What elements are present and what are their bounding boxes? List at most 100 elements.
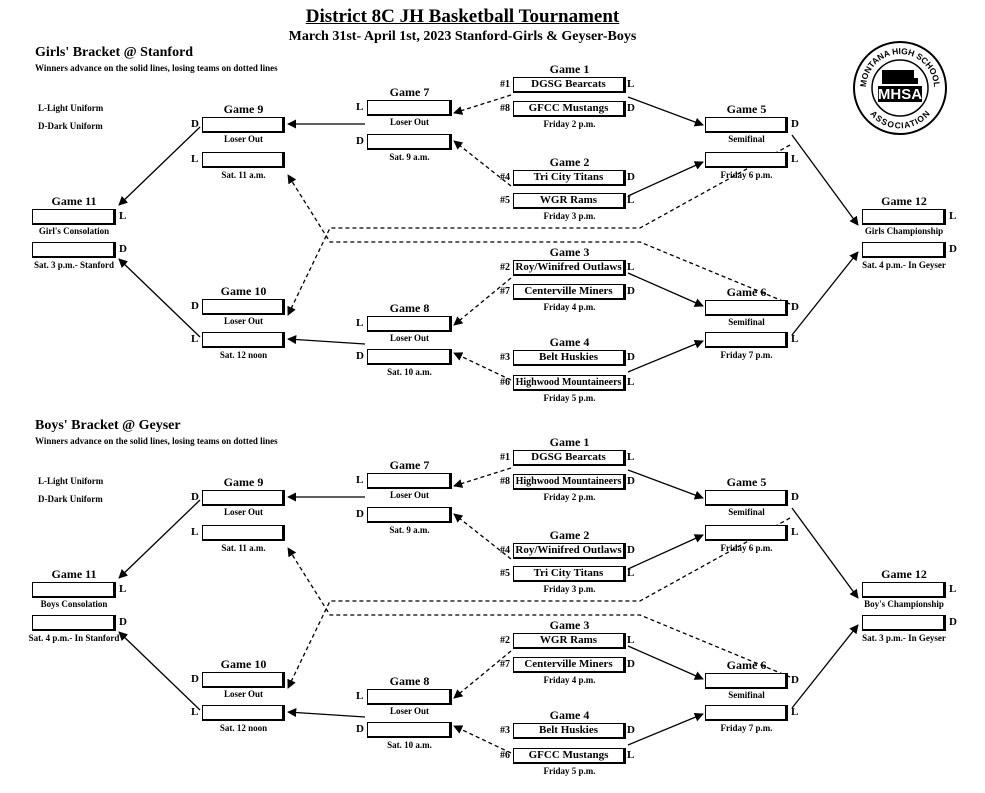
boys-g2-team-a[interactable]: Roy/Winifred Outlaws xyxy=(513,543,626,559)
boys-g5-time: Friday 6 p.m. xyxy=(720,543,773,553)
boys-line-g3-to-g6 xyxy=(627,645,704,680)
girls-g4-team-b[interactable]: Highwood Mountaineers xyxy=(513,375,626,391)
boys-g4-uniform-a: D xyxy=(627,724,635,736)
boys-g12-slot-b[interactable] xyxy=(862,615,946,631)
boys-g1-seed-a: #1 xyxy=(500,452,510,463)
girls-g9-slot-b[interactable] xyxy=(202,152,285,168)
girls-g2-team-a[interactable]: Tri City Titans xyxy=(513,170,626,186)
boys-g5-label: Semifinal xyxy=(728,507,765,517)
boys-g1-team-b[interactable]: Highwood Mountaineers xyxy=(513,474,626,490)
girls-g10-time: Sat. 12 noon xyxy=(219,350,268,360)
girls-g8-slot-b[interactable] xyxy=(367,349,452,365)
girls-g1-title: Game 1 xyxy=(549,62,590,76)
girls-g5-title: Game 5 xyxy=(726,102,767,116)
boys-g11-time: Sat. 4 p.m.- In Stanford xyxy=(28,633,120,643)
boys-g4-team-a[interactable]: Belt Huskies xyxy=(513,723,626,739)
boys-g2-uniform-b: L xyxy=(627,567,635,579)
girls-g9-uniform-b: L xyxy=(191,153,199,165)
girls-g3-team-b[interactable]: Centerville Miners xyxy=(513,284,626,300)
girls-line-g1-to-g5 xyxy=(627,96,704,127)
boys-g3-title: Game 3 xyxy=(549,618,590,632)
girls-g11-label: Girl's Consolation xyxy=(38,226,110,236)
boys-g10-title: Game 10 xyxy=(220,657,267,671)
girls-g10-label: Loser Out xyxy=(223,316,264,326)
boys-g3-time: Friday 4 p.m. xyxy=(543,675,596,685)
boys-g11-title: Game 11 xyxy=(51,567,97,581)
boys-g12-slot-a[interactable] xyxy=(862,582,946,598)
girls-g6-uniform-a: D xyxy=(791,301,799,313)
girls-g4-team-a[interactable]: Belt Huskies xyxy=(513,350,626,366)
girls-g6-time: Friday 7 p.m. xyxy=(720,350,773,360)
girls-g10-slot-b[interactable] xyxy=(202,332,285,348)
girls-g9-uniform-a: D xyxy=(191,118,199,130)
girls-g6-slot-b[interactable] xyxy=(705,332,788,348)
girls-g1-seed-b: #8 xyxy=(500,103,510,114)
boys-g7-slot-b[interactable] xyxy=(367,507,452,523)
boys-g11-uniform-b: D xyxy=(119,616,127,628)
boys-g11-slot-b[interactable] xyxy=(32,615,116,631)
girls-g1-uniform-a: L xyxy=(627,78,635,90)
girls-g1-team-a[interactable]: DGSG Bearcats xyxy=(513,77,626,93)
girls-g3-team-a[interactable]: Roy/Winifred Outlaws xyxy=(513,260,626,276)
girls-g10-slot-a[interactable] xyxy=(202,299,285,315)
boys-g10-uniform-b: L xyxy=(191,706,199,718)
boys-g8-slot-b[interactable] xyxy=(367,722,452,738)
boys-g4-uniform-b: L xyxy=(627,749,635,761)
girls-g10-uniform-a: D xyxy=(191,300,199,312)
girls-g8-label: Loser Out xyxy=(389,333,430,343)
girls-bracket-title: Girls' Bracket @ Stanford xyxy=(35,45,194,60)
boys-g12-title: Game 12 xyxy=(881,567,927,581)
boys-g9-slot-a[interactable] xyxy=(202,490,285,506)
girls-g9-slot-a[interactable] xyxy=(202,117,285,133)
girls-g5-slot-b[interactable] xyxy=(705,152,788,168)
boys-g3-team-a[interactable]: WGR Rams xyxy=(513,633,626,649)
boys-g9-title: Game 9 xyxy=(223,475,264,489)
girls-g1-uniform-b: D xyxy=(627,102,635,114)
girls-g8-slot-a[interactable] xyxy=(367,316,452,332)
boys-g1-team-a[interactable]: DGSG Bearcats xyxy=(513,450,626,466)
boys-g10-slot-b[interactable] xyxy=(202,705,285,721)
boys-g8-uniform-b: D xyxy=(356,723,364,735)
boys-g5-slot-b[interactable] xyxy=(705,525,788,541)
girls-g8-uniform-a: L xyxy=(356,317,364,329)
boys-g7-slot-a[interactable] xyxy=(367,473,452,489)
boys-g6-time: Friday 7 p.m. xyxy=(720,723,773,733)
girls-g11-slot-a[interactable] xyxy=(32,209,116,225)
girls-g11-slot-b[interactable] xyxy=(32,242,116,258)
boys-g10-label: Loser Out xyxy=(223,689,264,699)
boys-g5-slot-a[interactable] xyxy=(705,490,788,506)
girls-g7-slot-a[interactable] xyxy=(367,100,452,116)
boys-g4-team-b[interactable]: GFCC Mustangs xyxy=(513,748,626,764)
boys-g9-uniform-b: L xyxy=(191,526,199,538)
boys-bracket-note: Winners advance on the solid lines, losi… xyxy=(35,436,278,446)
boys-g9-slot-b[interactable] xyxy=(202,525,285,541)
girls-g7-slot-b[interactable] xyxy=(367,134,452,150)
girls-g2-team-b[interactable]: WGR Rams xyxy=(513,193,626,209)
girls-g12-time: Sat. 4 p.m.- In Geyser xyxy=(862,260,946,270)
girls-g7-uniform-b: D xyxy=(356,135,364,147)
boys-g6-uniform-a: D xyxy=(791,674,799,686)
girls-g3-title: Game 3 xyxy=(549,245,590,259)
boys-g10-time: Sat. 12 noon xyxy=(219,723,268,733)
boys-g3-team-b[interactable]: Centerville Miners xyxy=(513,657,626,673)
boys-g6-slot-b[interactable] xyxy=(705,705,788,721)
boys-g2-team-b[interactable]: Tri City Titans xyxy=(513,566,626,582)
girls-g2-seed-a: #4 xyxy=(500,172,510,183)
boys-g5-uniform-b: L xyxy=(791,526,799,538)
girls-g12-slot-b[interactable] xyxy=(862,242,946,258)
boys-g4-seed-b: #6 xyxy=(500,750,510,761)
boys-g5-title: Game 5 xyxy=(726,475,767,489)
boys-g6-slot-a[interactable] xyxy=(705,673,788,689)
girls-g6-slot-a[interactable] xyxy=(705,300,788,316)
girls-g1-team-b[interactable]: GFCC Mustangs xyxy=(513,101,626,117)
girls-g12-slot-a[interactable] xyxy=(862,209,946,225)
girls-g5-slot-a[interactable] xyxy=(705,117,788,133)
girls-g10-uniform-b: L xyxy=(191,333,199,345)
boys-g11-slot-a[interactable] xyxy=(32,582,116,598)
girls-g2-title: Game 2 xyxy=(549,155,590,169)
girls-g4-seed-a: #3 xyxy=(500,352,510,363)
document-subtitle: March 31st- April 1st, 2023 Stanford-Gir… xyxy=(288,29,637,44)
girls-g12-label: Girls Championship xyxy=(864,226,944,236)
boys-g8-slot-a[interactable] xyxy=(367,689,452,705)
boys-g10-slot-a[interactable] xyxy=(202,672,285,688)
